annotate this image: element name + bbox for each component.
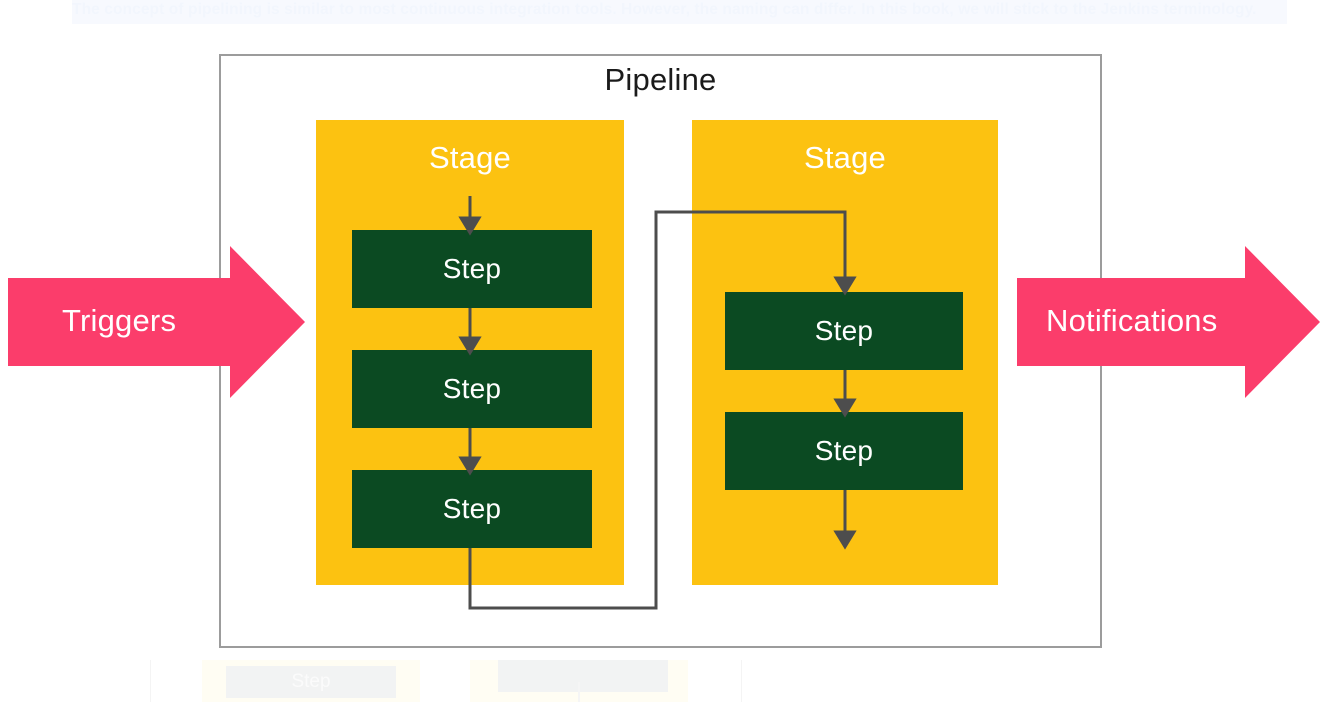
stage-label-1: Stage: [428, 140, 511, 175]
step-box-1-2: Step: [352, 350, 592, 428]
step-box-2-2: Step: [725, 412, 963, 490]
ghost-body-text: The concept of pipelining is similar to …: [72, 0, 1287, 24]
stage-label-2: Stage: [803, 140, 886, 175]
ghost-step-2: [498, 660, 668, 692]
step-box-1-1: Step: [352, 230, 592, 308]
step-box-2-1: Step: [725, 292, 963, 370]
pipeline-title: Pipeline: [604, 62, 717, 97]
step-box-1-3: Step: [352, 470, 592, 548]
notifications-arrow-label: Notifications: [1046, 303, 1218, 338]
triggers-arrow-label: Triggers: [62, 303, 177, 338]
ghost-bottom-figure: Step: [150, 660, 770, 702]
ghost-step-label: Step: [226, 666, 396, 698]
ghost-frame: [150, 660, 742, 702]
ghost-connector: [578, 682, 580, 702]
